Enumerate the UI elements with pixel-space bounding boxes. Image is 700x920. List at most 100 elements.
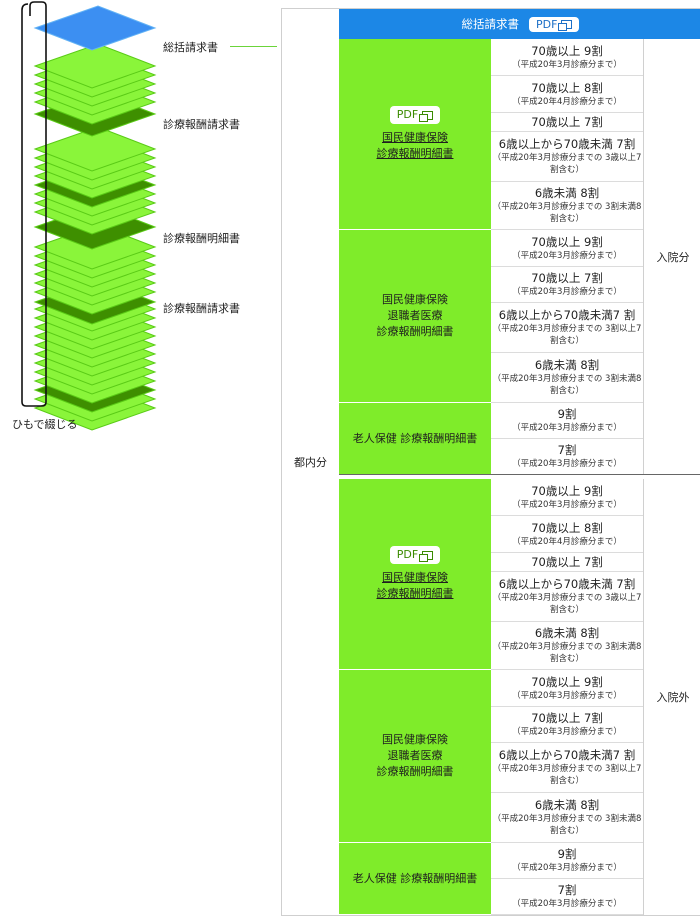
period-note: （平成20年4月診療分まで） [512,536,622,547]
nyuin-group-1-row-3: 6歳未満 8割 （平成20年3月診療分までの 3割未満8割含む） [491,353,643,403]
nyuin-group-0-row-4: 6歳未満 8割 （平成20年3月診療分までの 3割未満8割含む） [491,182,643,230]
gairai-group-1-line1: 国民健康保険 [382,733,448,746]
rate-label: 70歳以上 9割 [531,483,603,498]
sokatsu-header-title: 総括請求書 [461,17,520,31]
rate-label: 70歳以上 8割 [531,520,603,535]
nyuin-group-0: PDF 国民健康保険診療報酬明細書 [339,39,491,230]
stack-drawing [21,1,157,431]
label-shinryo-seikyu-2: 診療報酬請求書 [163,302,240,315]
gairai-group-2-row-1: 7割 （平成20年3月診療分まで） [491,879,643,915]
document-stack-illustration: 総括請求書 診療報酬請求書 診療報酬明細書 診療報酬請求書 ひもで綴じる [0,0,277,460]
rate-label: 70歳以上 7割 [531,554,603,569]
gairai-group-0-row-1: 70歳以上 8割（平成20年4月診療分まで） [491,516,643,553]
rate-label: 9割 [557,407,577,421]
rate-label: 7割 [557,443,577,457]
nyuin-group-2-line1: 老人保健 診療報酬明細書 [352,431,478,445]
nyuin-group-0-row-3: 6歳以上から70歳未満 7割 （平成20年3月診療分までの 3歳以上7割含む） [491,132,643,182]
nyuin-group-0-pdf-button[interactable]: PDF [389,106,441,124]
rate-label: 6歳以上から70歳未満7 割 [498,748,636,762]
label-meisai: 診療報酬明細書 [163,232,240,245]
new-window-icon [558,19,573,31]
rate-label: 6歳以上から70歳未満 7割 [498,577,636,591]
nyuin-group-1-line1: 国民健康保険 [382,293,448,306]
rate-label: 70歳以上 9割 [531,234,603,249]
period-note: （平成20年3月診療分まで） [512,727,622,737]
period-note: （平成20年3月診療分まで） [512,59,622,70]
pdf-label: PDF [396,108,419,121]
rate-label: 6歳未満 8割 [534,186,600,200]
nyuin-group-0-row-1: 70歳以上 8割（平成20年4月診療分まで） [491,76,643,113]
nyuin-group-2-row-1: 7割 （平成20年3月診療分まで） [491,439,643,475]
period-note: （平成20年4月診療分まで） [512,96,622,107]
rate-label: 9割 [557,847,577,861]
binding-string [21,1,47,407]
sheet-34 [33,5,157,51]
nyuin-group-0-line1[interactable]: 国民健康保険 [382,131,448,144]
rate-label: 6歳未満 8割 [534,358,600,372]
nyuin-group-1-row-2: 6歳以上から70歳未満7 割 （平成20年3月診療分までの 3割以上7割含む） [491,303,643,353]
gairai-group-1-row-1: 70歳以上 7割 （平成20年3月診療分まで） [491,707,643,743]
nyuin-group-2-row-0: 9割 （平成20年3月診療分まで） [491,403,643,439]
sheet-27 [33,126,157,172]
period-note: （平成20年3月診療分まで） [512,287,622,297]
period-note: （平成20年3月診療分までの 3歳以上7割含む） [492,153,642,175]
gairai-group-1-row-3: 6歳未満 8割（平成20年3月診療分までの 3割未満8割含む） [491,793,643,843]
rate-label: 70歳以上 7割 [531,711,603,725]
new-window-icon [419,110,434,122]
nyuin-group-0-line2[interactable]: 診療報酬明細書 [376,147,454,160]
gairai-group-0: PDF 国民健康保険診療報酬明細書 [339,479,491,670]
gairai-group-0-row-2: 70歳以上 7割 [491,553,643,572]
period-note: （平成20年3月診療分まで） [512,899,622,909]
period-note: （平成20年3月診療分までの 3割以上7割含む） [492,324,642,346]
rate-label: 70歳以上 7割 [531,271,603,285]
rate-label: 6歳以上から70歳未満7 割 [498,308,636,322]
nyuin-group-1-row-1: 70歳以上 7割 （平成20年3月診療分まで） [491,267,643,303]
gairai-group-1-row-0: 70歳以上 9割（平成20年3月診療分まで） [491,670,643,707]
gairai-group-1-line3: 診療報酬明細書 [376,765,454,778]
gairai-group-1-row-2: 6歳以上から70歳未満7 割 （平成20年3月診療分までの 3割以上7割含む） [491,743,643,793]
period-note: （平成20年3月診療分までの 3割以上7割含む） [492,764,642,786]
nyuin-group-0-row-0: 70歳以上 9割（平成20年3月診療分まで） [491,39,643,76]
sokatsu-pdf-button[interactable]: PDF [529,16,580,32]
gairai-group-1: 国民健康保険退職者医療診療報酬明細書 [339,670,491,843]
gairai-group-0-line2[interactable]: 診療報酬明細書 [376,587,454,600]
nyuin-group-1-line2: 退職者医療 [387,309,443,322]
gairai-group-2-line1: 老人保健 診療報酬明細書 [352,871,478,885]
pdf-label: PDF [396,548,419,561]
nyuin-group-1: 国民健康保険退職者医療診療報酬明細書 [339,230,491,403]
gairai-group-0-row-0: 70歳以上 9割（平成20年3月診療分まで） [491,479,643,516]
nyuin-group-1-line3: 診療報酬明細書 [376,325,454,338]
label-sokatsu: 総括請求書 [163,41,218,54]
period-note: （平成20年3月診療分まで） [512,499,622,510]
tonai-label: 都内分 [294,456,327,469]
nyuin-group-0-row-2: 70歳以上 7割 [491,113,643,132]
period-note: （平成20年3月診療分まで） [512,423,622,433]
period-note: （平成20年3月診療分までの 3割未満8割含む） [492,374,642,396]
section-divider [339,474,700,475]
label-shinryo-seikyu-1: 診療報酬請求書 [163,118,240,131]
nyuin-group-1-row-0: 70歳以上 9割（平成20年3月診療分まで） [491,230,643,267]
leader-line [230,46,277,47]
gairai-group-2-row-0: 9割 （平成20年3月診療分まで） [491,843,643,879]
gairai-group-0-line1[interactable]: 国民健康保険 [382,571,448,584]
period-note: （平成20年3月診療分まで） [512,459,622,469]
rate-label: 6歳以上から70歳未満 7割 [498,137,636,151]
sokatsu-pdf-label: PDF [536,17,558,31]
nyuin-category: 入院分 [656,251,690,264]
rate-label: 6歳未満 8割 [534,626,600,640]
period-note: （平成20年3月診療分までの 3割未満8割含む） [492,814,642,836]
rate-label: 70歳以上 9割 [531,43,603,58]
rate-label: 7割 [557,883,577,897]
gairai-separator [643,479,644,915]
rate-label: 70歳以上 8割 [531,80,603,95]
sheet-33 [33,43,157,89]
gairai-category: 入院外 [656,691,690,704]
label-himo: ひもで綴じる [12,418,78,431]
rate-label: 70歳以上 7割 [531,114,603,129]
rate-label: 70歳以上 9割 [531,674,603,689]
period-note: （平成20年3月診療分までの 3割未満8割含む） [492,202,642,224]
gairai-group-0-pdf-button[interactable]: PDF [389,546,441,564]
period-note: （平成20年3月診療分まで） [512,863,622,873]
gairai-group-0-row-4: 6歳未満 8割（平成20年3月診療分までの 3割未満8割含む） [491,622,643,670]
